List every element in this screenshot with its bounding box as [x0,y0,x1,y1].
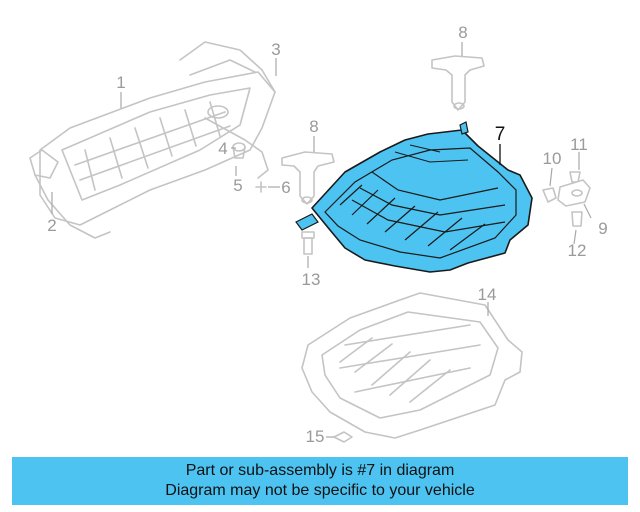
callout-13: 13 [302,270,321,289]
parts-diagram: 1 2 3 4 5 6 7 8 8 9 10 11 12 13 14 15 [29,23,608,446]
callout-8-lower: 8 [309,117,318,136]
part-5-screw-ghost [255,181,280,193]
part-1-shield-ghost [29,41,276,239]
part-10-nut-ghost [542,187,557,203]
callout-4: 4 [218,139,227,158]
part-4-clip-ghost [232,142,246,159]
part-9-bracket-ghost [557,179,591,207]
part-13-bolt-ghost [301,231,315,255]
callout-2: 2 [47,216,56,235]
callout-11: 11 [570,135,588,154]
diagram-notice-banner: Part or sub-assembly is #7 in diagram Di… [12,457,628,505]
notice-line-1: Part or sub-assembly is #7 in diagram [185,462,455,479]
part-8-bracket-upper-ghost [431,55,485,111]
callout-8-upper: 8 [458,23,467,42]
callout-12: 12 [568,241,587,260]
part-14-shield-ghost [301,292,523,439]
callout-3: 3 [271,40,280,59]
part-15-clip-ghost [333,431,353,443]
callout-6: 6 [281,178,290,197]
part-11-clip-ghost [569,171,581,183]
part-7-shield-outline [311,129,533,273]
callout-1: 1 [116,73,125,92]
callout-9: 9 [598,219,607,238]
callout-14: 14 [478,285,497,304]
callout-10: 10 [543,149,562,168]
part-12-bolt-ghost [571,211,583,227]
part-8-bracket-lower-ghost [281,151,335,205]
callout-15: 15 [306,427,325,446]
callout-5: 5 [233,176,242,195]
notice-line-2: Diagram may not be specific to your vehi… [165,482,475,499]
callout-7: 7 [495,124,506,145]
part-7-engine-shield [295,121,533,273]
